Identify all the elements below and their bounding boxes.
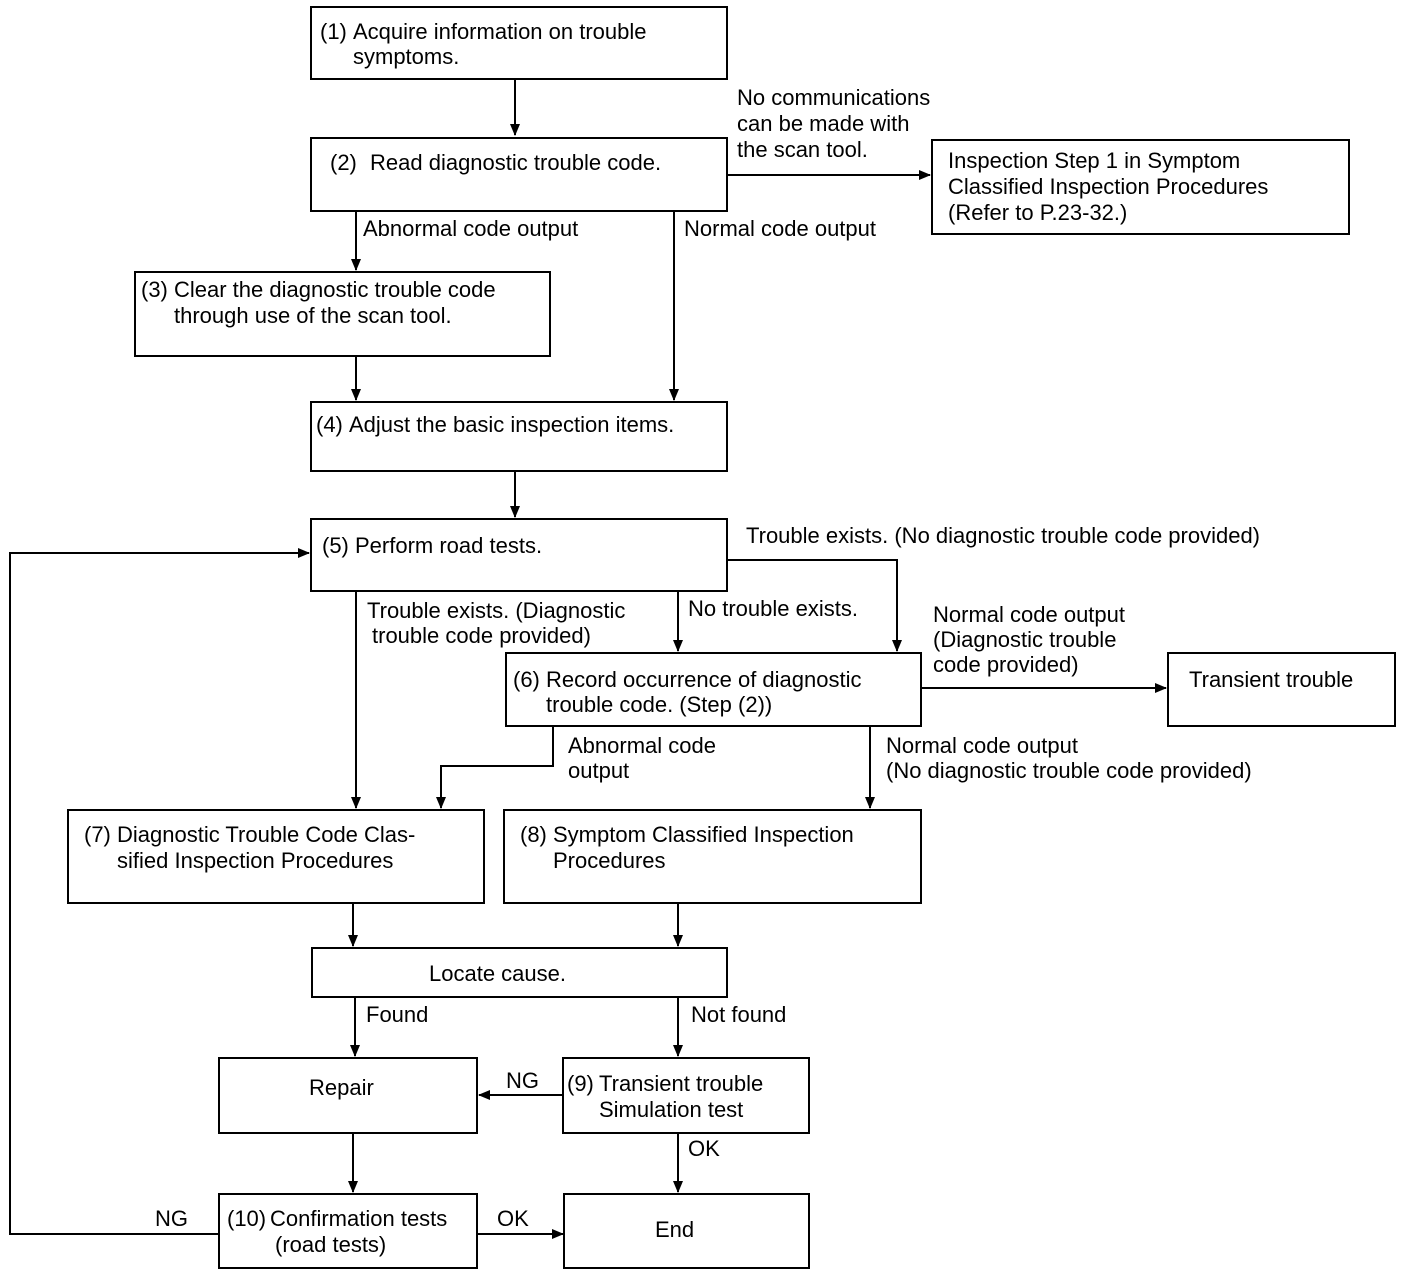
step-9-box: (9) Transient trouble Simulation test <box>562 1057 810 1134</box>
step-6-box: (6) Record occurrence of diagnostic trou… <box>505 652 922 727</box>
step-number: (9) <box>567 1071 594 1096</box>
step-8-box: (8) Symptom Classified Inspection Proced… <box>503 809 922 904</box>
step-text: Perform road tests. <box>355 533 543 558</box>
step-4-box: (4) Adjust the basic inspection items. <box>310 401 728 472</box>
step-number: (2) <box>330 150 357 175</box>
step-text: through use of the scan tool. <box>174 303 452 328</box>
step-text: Transient trouble <box>599 1071 764 1096</box>
label-normal-code-no-dtc: (No diagnostic trouble code provided) <box>886 758 1252 783</box>
inspection-step-box: Inspection Step 1 in Symptom Classified … <box>931 139 1350 235</box>
label-ok-10: OK <box>497 1206 529 1231</box>
inspection-text: Classified Inspection Procedures <box>948 174 1269 199</box>
locate-cause-box: Locate cause. <box>311 947 728 998</box>
step-text: symptoms. <box>353 44 460 69</box>
step-2-box: (2) Read diagnostic trouble code. <box>310 137 728 212</box>
label-normal-code-output: Normal code output <box>684 216 876 241</box>
arrow-5-to-6-right <box>727 559 902 652</box>
label-abnormal-code-output: Abnormal code output <box>363 216 579 241</box>
transient-trouble-text: Transient trouble <box>1189 667 1354 692</box>
label-abnormal-code-output-6: output <box>568 758 630 783</box>
label-no-communications: the scan tool. <box>737 137 868 162</box>
label-no-communications: can be made with <box>737 111 910 136</box>
label-abnormal-code-output-6: Abnormal code <box>568 733 716 758</box>
locate-cause-text: Locate cause. <box>429 961 566 986</box>
transient-trouble-box: Transient trouble <box>1167 652 1396 727</box>
step-1-box: (1) Acquire information on trouble sympt… <box>310 6 728 80</box>
repair-box: Repair <box>218 1057 478 1134</box>
label-ng-10: NG <box>155 1206 188 1231</box>
label-ok-9: OK <box>688 1136 720 1161</box>
step-number: (3) <box>141 277 168 302</box>
step-7-box: (7) Diagnostic Trouble Code Clas- sified… <box>67 809 485 904</box>
step-number: (6) <box>513 667 540 692</box>
arrow-6-to-7 <box>436 726 554 809</box>
step-text: Clear the diagnostic trouble code <box>174 277 496 302</box>
step-text: Acquire information on trouble <box>353 19 647 44</box>
arrow-10-to-5-loop <box>9 548 310 1235</box>
label-no-communications: No communications <box>737 85 931 110</box>
label-no-trouble-exists: No trouble exists. <box>688 596 858 621</box>
label-found: Found <box>366 1002 429 1027</box>
label-trouble-code-provided: Trouble exists. (Diagnostic <box>367 598 626 623</box>
label-trouble-no-code: Trouble exists. (No diagnostic trouble c… <box>746 523 1261 548</box>
label-trouble-code-provided: trouble code provided) <box>372 623 591 648</box>
step-number: (10) <box>227 1206 267 1231</box>
step-text: Procedures <box>553 848 666 873</box>
step-number: (7) <box>84 822 111 847</box>
label-normal-code-output-6: code provided) <box>933 652 1079 677</box>
label-normal-code-no-dtc: Normal code output <box>886 733 1078 758</box>
end-text: End <box>655 1217 695 1242</box>
label-not-found: Not found <box>691 1002 787 1027</box>
step-5-box: (5) Perform road tests. <box>310 518 728 592</box>
step-text: (road tests) <box>275 1232 387 1257</box>
step-10-box: (10) Confirmation tests (road tests) <box>218 1193 478 1269</box>
repair-text: Repair <box>309 1075 374 1100</box>
step-number: (1) <box>320 19 347 44</box>
inspection-text: (Refer to P.23-32.) <box>948 200 1128 225</box>
step-text: Simulation test <box>599 1097 744 1122</box>
step-text: trouble code. (Step (2)) <box>546 692 773 717</box>
label-ng-9: NG <box>506 1068 539 1093</box>
step-text: Read diagnostic trouble code. <box>370 150 662 175</box>
step-text: Record occurrence of diagnostic <box>546 667 862 692</box>
step-text: Adjust the basic inspection items. <box>349 412 675 437</box>
end-box: End <box>563 1193 810 1269</box>
label-normal-code-output-6: (Diagnostic trouble <box>933 627 1117 652</box>
step-3-box: (3) Clear the diagnostic trouble code th… <box>134 271 551 357</box>
step-number: (8) <box>520 822 547 847</box>
inspection-text: Inspection Step 1 in Symptom <box>948 148 1241 173</box>
step-text: sified Inspection Procedures <box>117 848 394 873</box>
step-text: Diagnostic Trouble Code Clas- <box>117 822 416 847</box>
step-text: Symptom Classified Inspection <box>553 822 854 847</box>
label-normal-code-output-6: Normal code output <box>933 602 1125 627</box>
step-number: (4) <box>316 412 343 437</box>
step-text: Confirmation tests <box>270 1206 448 1231</box>
step-number: (5) <box>322 533 349 558</box>
